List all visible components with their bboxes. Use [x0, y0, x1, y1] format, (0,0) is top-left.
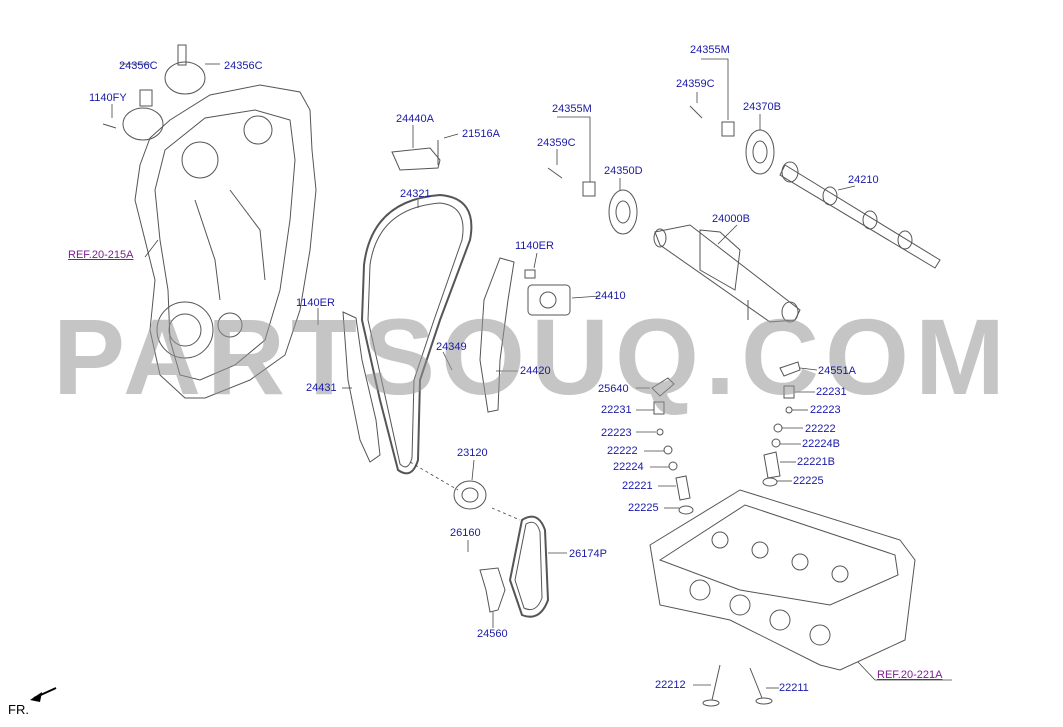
chain-tensioner [524, 269, 571, 316]
part-label-24359C[interactable]: 24359C [676, 78, 715, 90]
oil-pump-chain [508, 515, 550, 618]
part-label-24355M[interactable]: 24355M [690, 44, 730, 56]
part-label-24551A[interactable]: 24551A [818, 365, 856, 377]
part-label-24349[interactable]: 24349 [436, 341, 467, 353]
part-label-22225[interactable]: 22225 [628, 502, 659, 514]
part-label-22212[interactable]: 22212 [655, 679, 686, 691]
part-label-26160[interactable]: 26160 [450, 527, 481, 539]
part-label-21516A[interactable]: 21516A [462, 128, 500, 140]
fr-arrow [30, 687, 57, 702]
timing-chain [360, 193, 473, 475]
part-label-24350D[interactable]: 24350D [604, 165, 643, 177]
valve-train-parts [651, 361, 801, 515]
reference-link-cover[interactable]: REF.20-215A [68, 249, 134, 261]
part-label-22222[interactable]: 22222 [607, 445, 638, 457]
part-label-23120[interactable]: 23120 [457, 447, 488, 459]
part-label-22223[interactable]: 22223 [601, 427, 632, 439]
camshaft [779, 161, 941, 269]
part-label-24356C[interactable]: 24356C [119, 60, 158, 72]
tensioner-arm [479, 257, 515, 413]
part-label-1140ER[interactable]: 1140ER [296, 297, 335, 309]
part-label-24321[interactable]: 24321 [400, 188, 431, 200]
bracket [391, 140, 441, 171]
part-label-24431[interactable]: 24431 [306, 382, 337, 394]
part-label-24359C[interactable]: 24359C [537, 137, 576, 149]
part-label-24210[interactable]: 24210 [848, 174, 879, 186]
part-label-24420[interactable]: 24420 [520, 365, 551, 377]
part-label-22221B[interactable]: 22221B [797, 456, 835, 468]
part-label-24356C[interactable]: 24356C [224, 60, 263, 72]
part-label-22223[interactable]: 22223 [810, 404, 841, 416]
part-label-24355M[interactable]: 24355M [552, 103, 592, 115]
part-label-24440A[interactable]: 24440A [396, 113, 434, 125]
part-label-24560[interactable]: 24560 [477, 628, 508, 640]
part-label-22224[interactable]: 22224 [613, 461, 644, 473]
front-direction-label: FR. [8, 702, 29, 717]
cylinder-head [649, 489, 916, 671]
part-label-24410[interactable]: 24410 [595, 290, 626, 302]
part-label-22211[interactable]: 22211 [779, 682, 809, 694]
part-label-26174P[interactable]: 26174P [569, 548, 607, 560]
part-label-1140ER[interactable]: 1140ER [515, 240, 554, 252]
part-label-22231[interactable]: 22231 [601, 404, 632, 416]
reference-link-head[interactable]: REF.20-221A [877, 669, 943, 681]
part-label-24000B[interactable]: 24000B [712, 213, 750, 225]
part-label-22231[interactable]: 22231 [816, 386, 847, 398]
part-label-24370B[interactable]: 24370B [743, 101, 781, 113]
camshaft-assembly [653, 224, 801, 323]
oil-pump-tensioner [479, 567, 506, 613]
part-label-22225[interactable]: 22225 [793, 475, 824, 487]
chain-guide [342, 311, 381, 463]
crank-sprocket [453, 480, 487, 510]
part-label-22224B[interactable]: 22224B [802, 438, 840, 450]
part-label-22221[interactable]: 22221 [622, 480, 653, 492]
part-label-22222[interactable]: 22222 [805, 423, 836, 435]
part-label-25640[interactable]: 25640 [598, 383, 629, 395]
valves [702, 664, 773, 707]
engine-mount-parts [102, 44, 206, 141]
timing-chain-cover [134, 84, 317, 399]
leader-lines [111, 58, 952, 689]
part-label-1140FY[interactable]: 1140FY [89, 92, 127, 104]
